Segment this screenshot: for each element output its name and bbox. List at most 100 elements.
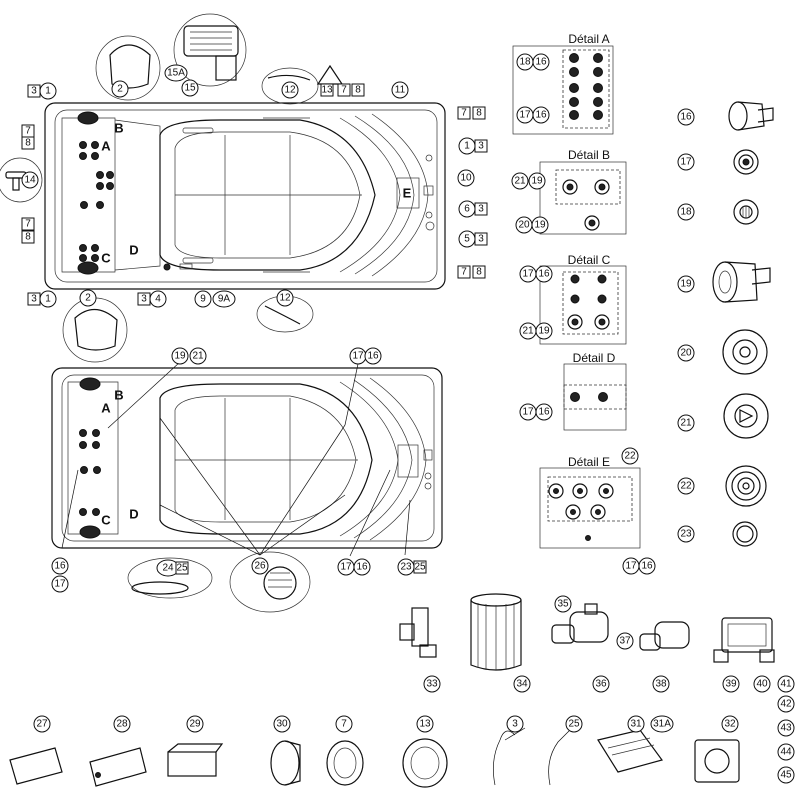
- callout-21-60: 21: [189, 347, 207, 365]
- callout-label: 21: [680, 418, 692, 429]
- callout-label: 7: [25, 219, 31, 230]
- letter-d-top: D: [129, 243, 138, 258]
- callout-label: 25: [568, 719, 580, 730]
- callout-17-64: 17: [51, 575, 69, 593]
- callout-label: 19: [680, 279, 692, 290]
- callout-label: 8: [476, 108, 482, 119]
- part-27-transformer: [9, 747, 63, 785]
- callout-label: 7: [341, 719, 347, 730]
- callout-9-31: 9: [194, 290, 212, 308]
- callout-label: 32: [724, 719, 736, 730]
- callout-3-20: 3: [474, 232, 488, 246]
- letter-e-top: E: [403, 186, 412, 201]
- callout-19-39: 19: [528, 172, 546, 190]
- callout-16-51: 16: [677, 108, 695, 126]
- callout-14-21: 14: [21, 171, 39, 189]
- part-15-skimmer: [173, 13, 247, 87]
- callout-label: 20: [518, 220, 530, 231]
- callout-32-95: 32: [721, 715, 739, 733]
- callout-20-55: 20: [677, 344, 695, 362]
- callout-label: 1: [45, 294, 51, 305]
- callout-label: 13: [321, 85, 333, 96]
- callout-label: 19: [538, 326, 550, 337]
- spa-bottom-view: [51, 361, 443, 557]
- part-7-jet: [326, 740, 364, 786]
- letter-d-bottom: D: [129, 507, 138, 522]
- callout-label: 16: [356, 562, 368, 573]
- callout-10-16: 10: [457, 169, 475, 187]
- callout-label: 4: [155, 294, 161, 305]
- callout-7-7: 7: [337, 83, 351, 97]
- callout-13-6: 13: [320, 83, 334, 97]
- part-38-pump: [639, 621, 690, 651]
- callout-label: 17: [522, 407, 534, 418]
- callout-label: 21: [514, 176, 526, 187]
- callout-34-75: 34: [513, 675, 531, 693]
- callout-label: 19: [531, 176, 543, 187]
- callout-label: 18: [680, 207, 692, 218]
- detail-a: [512, 45, 614, 135]
- callout-label: 5: [464, 234, 470, 245]
- callout-label: 7: [341, 85, 347, 96]
- part-16-jet-body: [728, 101, 774, 131]
- part-39-control-box: [713, 617, 775, 663]
- callout-16-43: 16: [535, 265, 553, 283]
- callout-label: 16: [538, 269, 550, 280]
- callout-label: 17: [680, 157, 692, 168]
- callout-23-58: 23: [677, 525, 695, 543]
- callout-19-54: 19: [677, 275, 695, 293]
- callout-23-70: 23: [397, 558, 415, 576]
- callout-label: 16: [680, 112, 692, 123]
- callout-label: 19: [534, 220, 546, 231]
- callout-label: 10: [460, 173, 472, 184]
- callout-label: 3: [31, 86, 37, 97]
- detail-d-title: Détail D: [573, 351, 616, 365]
- callout-label: 25: [176, 563, 188, 574]
- callout-8-11: 8: [472, 106, 486, 120]
- part-17-jet-face: [733, 149, 759, 175]
- callout-13-90: 13: [416, 715, 434, 733]
- callout-label: 13: [419, 719, 431, 730]
- callout-label: 38: [655, 679, 667, 690]
- callout-label: 2: [85, 293, 91, 304]
- callout-label: 14: [24, 175, 36, 186]
- callout-31-93: 31: [627, 715, 645, 733]
- callout-1-14: 1: [458, 137, 476, 155]
- callout-label: 43: [780, 723, 792, 734]
- callout-11-9: 11: [391, 81, 409, 99]
- callout-label: 27: [36, 719, 48, 730]
- callout-label: 41: [780, 679, 792, 690]
- callout-label: 26: [254, 561, 266, 572]
- part-22-jet-ring: [725, 465, 767, 507]
- callout-label: 8: [476, 267, 482, 278]
- callout-label: 33: [426, 679, 438, 690]
- callout-label: 16: [367, 351, 379, 362]
- callout-label: 16: [538, 407, 550, 418]
- callout-7-24: 7: [457, 265, 471, 279]
- callout-27-85: 27: [33, 715, 51, 733]
- callout-label: 7: [461, 267, 467, 278]
- part-36-pump: [551, 603, 609, 644]
- callout-label: 16: [54, 561, 66, 572]
- callout-label: 12: [279, 293, 291, 304]
- callout-16-50: 16: [638, 557, 656, 575]
- callout-label: 21: [192, 351, 204, 362]
- callout-7-89: 7: [335, 715, 353, 733]
- callout-17-52: 17: [677, 153, 695, 171]
- callout-19-41: 19: [531, 216, 549, 234]
- part-25-cable: [548, 729, 571, 786]
- callout-16-37: 16: [532, 106, 550, 124]
- detail-d: [563, 363, 627, 431]
- part-32-speaker: [694, 739, 740, 783]
- callout-label: 31A: [653, 719, 671, 730]
- detail-b: [539, 161, 627, 235]
- detail-c-title: Détail C: [568, 253, 611, 267]
- callout-label: 9A: [218, 294, 231, 305]
- letter-c-bottom: C: [101, 513, 111, 528]
- callout-label: 3: [478, 141, 484, 152]
- callout-19-59: 19: [171, 347, 189, 365]
- part-34-filter: [470, 593, 522, 671]
- callout-17-61: 17: [349, 347, 367, 365]
